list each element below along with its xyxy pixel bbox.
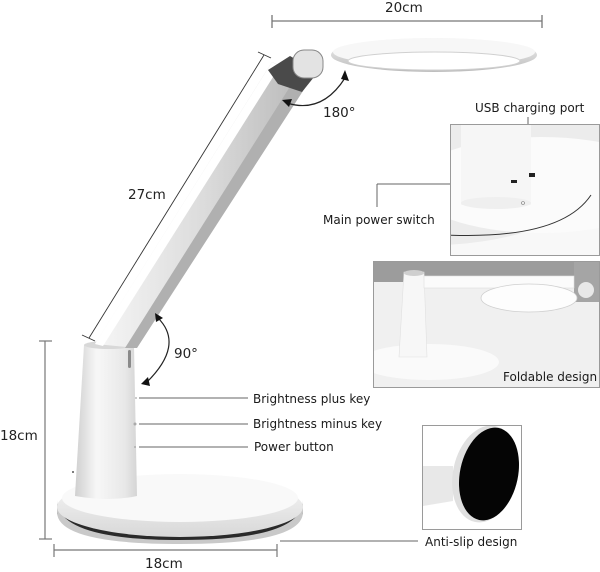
lamp-arm	[95, 56, 318, 348]
main-switch-label: Main power switch	[323, 213, 435, 227]
lamp-pole	[72, 341, 137, 499]
brightness-plus-label: Brightness plus key	[253, 392, 371, 406]
anti-slip-inset	[422, 425, 522, 530]
usb-port-inset	[450, 124, 600, 256]
base-width-label: 18cm	[145, 556, 183, 572]
head-width-label: 20cm	[385, 0, 423, 16]
brightness-minus-label: Brightness minus key	[253, 417, 383, 431]
foldable-inset	[373, 261, 600, 388]
rotation-180-arrow	[282, 70, 349, 107]
arm-rotation-label: 90°	[174, 346, 198, 362]
arm-length-dimension	[81, 51, 272, 342]
base-width-dimension	[53, 544, 278, 557]
power-button-label: Power button	[254, 440, 334, 454]
lamp-head	[292, 38, 537, 79]
rotation-90-arrow	[141, 313, 170, 386]
callout-lines	[139, 117, 529, 542]
base-height-dimension	[39, 340, 52, 540]
head-width-dimension	[271, 15, 543, 28]
foldable-label: Foldable design	[503, 370, 598, 384]
arm-length-label: 27cm	[128, 187, 166, 203]
usb-port-label: USB charging port	[475, 101, 585, 115]
anti-slip-label: Anti-slip design	[425, 535, 518, 549]
base-height-label: 18cm	[0, 428, 38, 444]
head-rotation-label: 180°	[323, 105, 356, 121]
